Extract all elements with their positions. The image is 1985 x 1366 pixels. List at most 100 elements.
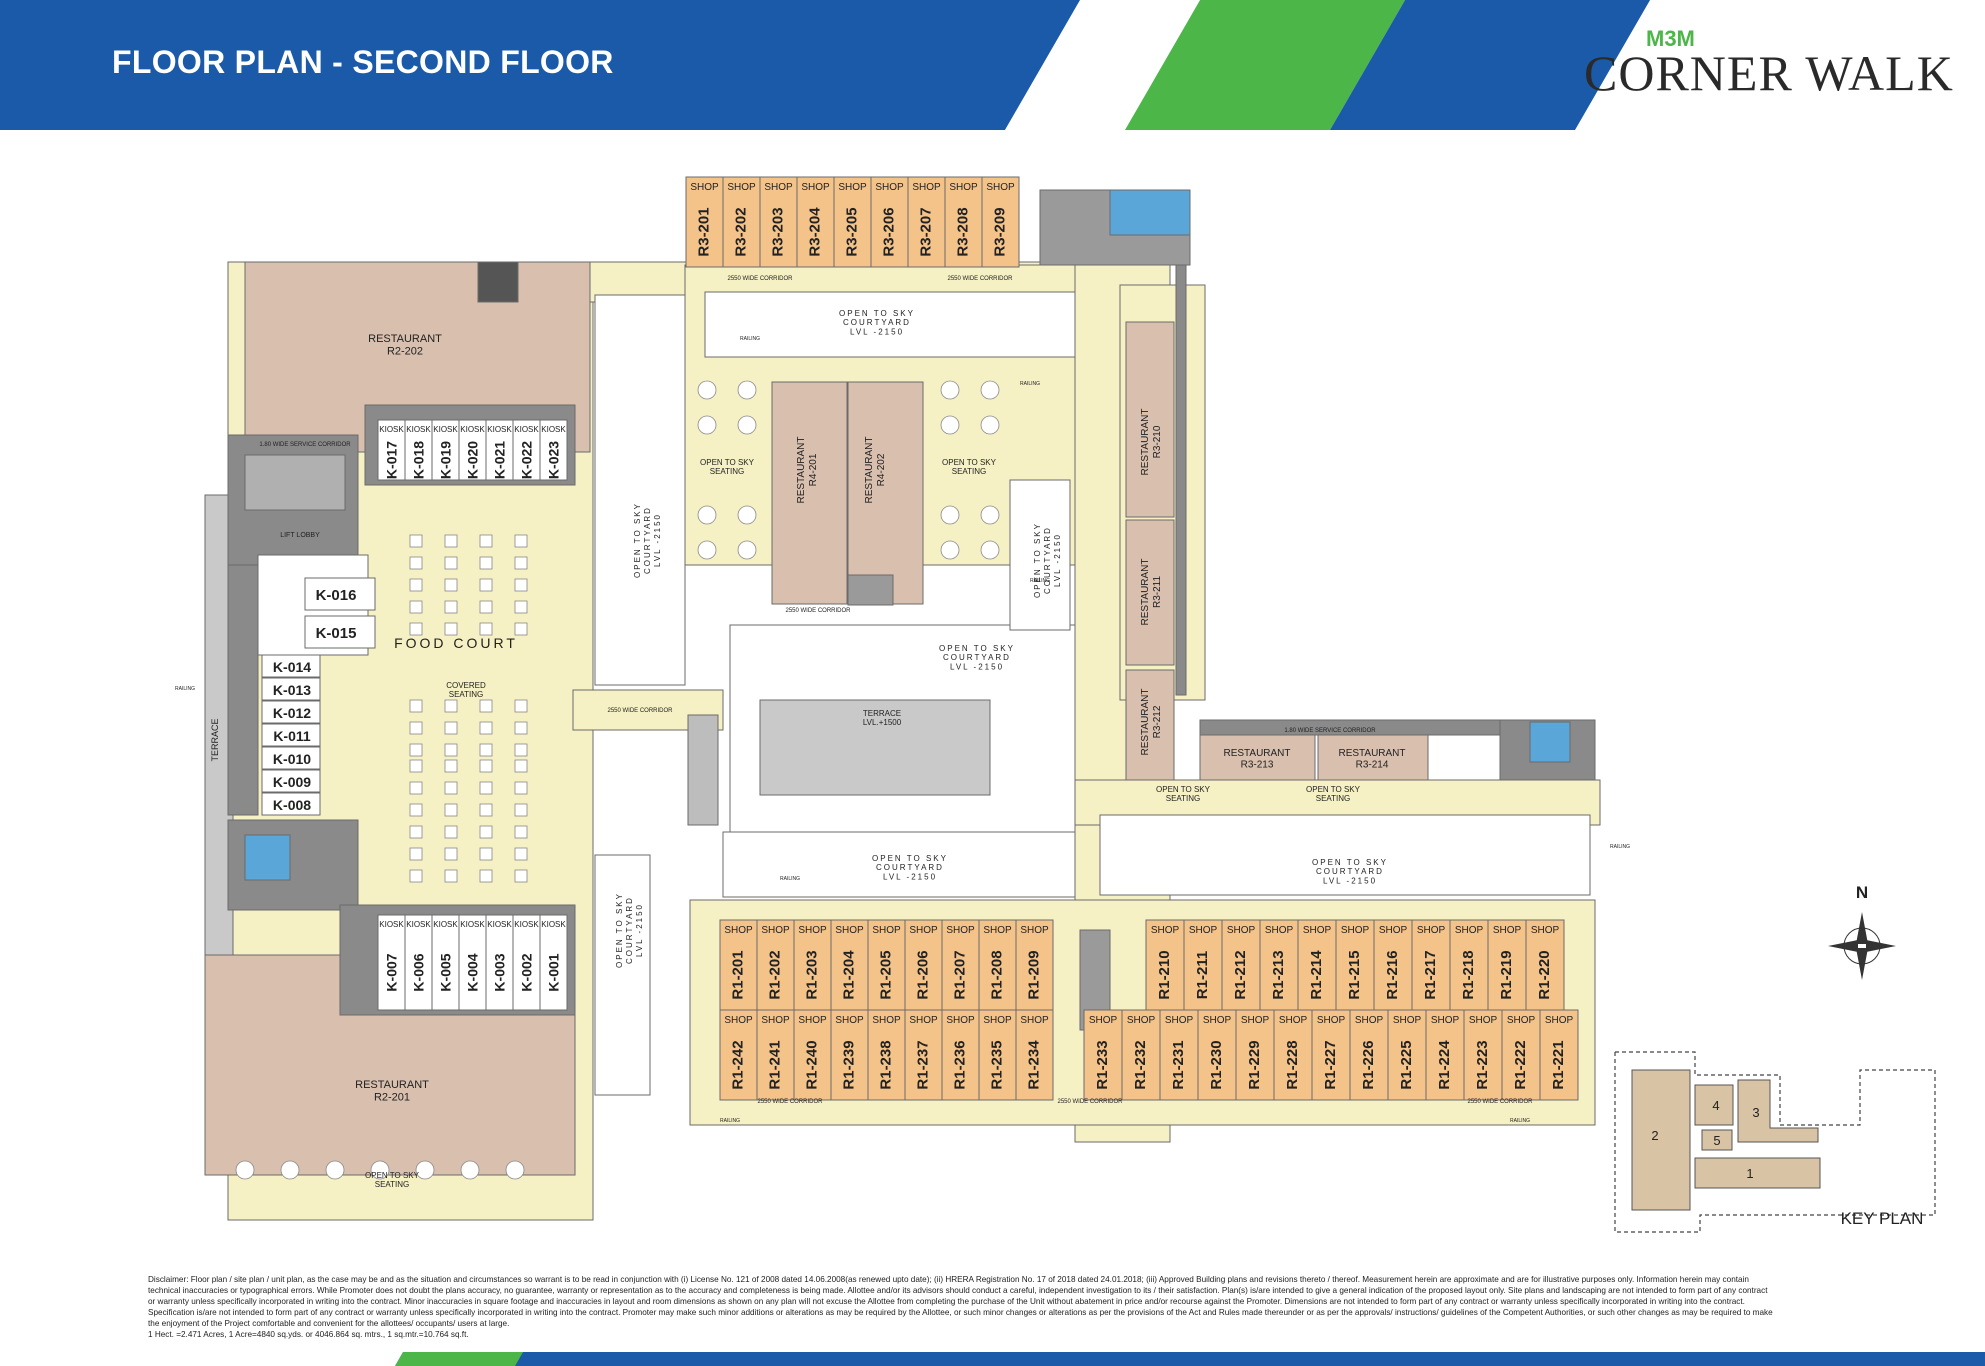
kiosk-top-unit	[431, 419, 460, 481]
shop-r1-lower-right-unit	[1539, 1009, 1579, 1101]
shop-r1-lower-right-unit	[1463, 1009, 1503, 1101]
key-plan-block-5	[1701, 1129, 1733, 1151]
covered-seating-table	[514, 803, 528, 817]
railing-label: RAILING	[780, 876, 800, 882]
service-corridor-east	[1175, 264, 1187, 696]
shop-r3-top-shop-label: SHOP	[875, 182, 904, 193]
courtyard-west-label: OPEN TO SKY	[633, 502, 642, 578]
restaurant-r3-212-label: RESTAURANT	[1140, 688, 1151, 755]
covered-seating-table	[479, 847, 493, 861]
corridor-label: 2550 WIDE CORRIDOR	[1467, 1099, 1533, 1105]
kiosk-side-unit	[261, 700, 321, 724]
restaurant-r2-202-label: R2-202	[387, 346, 423, 358]
shop-r1-lower-right-unit	[1387, 1009, 1427, 1101]
shop-r1-lower-right-id: R1-223	[1474, 1040, 1491, 1089]
kiosk-top-unit	[512, 419, 541, 481]
shop-r1-upper-left-shop-label: SHOP	[946, 925, 975, 936]
open-sky-seating-r3-214-label: SEATING	[1316, 794, 1351, 803]
shop-r1-lower-right-unit	[1083, 1009, 1123, 1101]
restaurant-r3-214-label: RESTAURANT	[1338, 748, 1405, 759]
service-strip-west	[227, 564, 259, 816]
railing-label: RAILING	[1610, 844, 1630, 850]
shop-r1-lower-right-shop-label: SHOP	[1393, 1015, 1422, 1026]
courtyard-east-strip-label: LVL -2150	[1053, 533, 1062, 587]
restaurant-r3-211-label: R3-211	[1152, 576, 1163, 608]
kiosk-side-unit	[261, 746, 321, 770]
shop-r3-top-unit	[685, 176, 724, 268]
kiosk-top-id: K-021	[492, 441, 508, 479]
covered-seating-table	[409, 578, 423, 592]
covered-seating-table	[444, 847, 458, 861]
shop-r1-lower-right-shop-label: SHOP	[1165, 1015, 1194, 1026]
covered-seating-table	[514, 721, 528, 735]
sky-seating-table	[980, 505, 1000, 525]
covered-seating-table	[514, 578, 528, 592]
shop-r1-upper-right-unit	[1183, 919, 1223, 1011]
shop-r3-top-unit	[944, 176, 983, 268]
shop-r1-lower-right-shop-label: SHOP	[1317, 1015, 1346, 1026]
shop-r3-top-unit	[870, 176, 909, 268]
shop-r1-lower-left-shop-label: SHOP	[798, 1015, 827, 1026]
footer-blue-bar	[395, 1352, 1985, 1366]
covered-seating-table	[444, 622, 458, 636]
restaurant-r3-213-label: RESTAURANT	[1223, 748, 1290, 759]
restaurant-r3-213-label: R3-213	[1241, 760, 1274, 771]
open-sky-seating-west-label: OPEN TO SKY	[700, 458, 755, 467]
courtyard-east-label: OPEN TO SKY	[1312, 858, 1388, 867]
shop-r1-lower-right-shop-label: SHOP	[1241, 1015, 1270, 1026]
disclaimer: Disclaimer: Floor plan / site plan / uni…	[148, 1274, 1773, 1340]
open-sky-seating-south-label: OPEN TO SKY	[365, 1171, 420, 1180]
covered-seating-table	[409, 781, 423, 795]
covered-seating-table	[514, 847, 528, 861]
shop-r1-lower-left-unit	[978, 1009, 1017, 1101]
shop-r1-lower-right-id: R1-225	[1398, 1040, 1415, 1089]
shop-r3-top-id: R3-203	[770, 207, 787, 256]
shop-r3-top-id: R3-202	[733, 207, 750, 256]
sky-seating-table	[940, 415, 960, 435]
compass-rose-icon	[1828, 912, 1896, 980]
kiosk-top-label: KIOSK	[379, 425, 404, 434]
covered-seating-table	[444, 556, 458, 570]
covered-seating-label: SEATING	[449, 690, 484, 699]
shop-r1-lower-left-id: R1-239	[841, 1040, 858, 1089]
sky-seating-table	[370, 1160, 390, 1180]
covered-seating-table	[479, 759, 493, 773]
shop-r1-lower-right-shop-label: SHOP	[1469, 1015, 1498, 1026]
covered-seating-table	[514, 699, 528, 713]
shop-r1-upper-left-unit	[830, 919, 869, 1011]
kiosk-bottom-unit	[377, 914, 406, 1011]
shop-r1-lower-left-unit	[1015, 1009, 1054, 1101]
shop-r1-lower-right-id: R1-229	[1246, 1040, 1263, 1089]
shop-r1-lower-left-id: R1-236	[952, 1040, 969, 1089]
shop-r1-upper-left-id: R1-201	[730, 950, 747, 999]
shop-r1-lower-right-id: R1-227	[1322, 1040, 1339, 1089]
sky-seating-table	[737, 505, 757, 525]
kiosk-side-large-id: K-015	[316, 625, 357, 642]
header-banner	[0, 0, 1985, 130]
sky-seating-table	[325, 1160, 345, 1180]
shop-r1-lower-left-unit	[941, 1009, 980, 1101]
kiosk-bottom-id: K-005	[438, 953, 454, 991]
restaurant-r3-211	[1125, 519, 1175, 666]
corridor-label: 2550 WIDE CORRIDOR	[1057, 1099, 1123, 1105]
courtyard-center-label: OPEN TO SKY	[939, 644, 1015, 653]
covered-seating-table	[409, 759, 423, 773]
shop-r1-upper-left-id: R1-206	[915, 950, 932, 999]
covered-seating-table	[479, 743, 493, 757]
covered-seating-table	[479, 721, 493, 735]
sky-seating-table	[737, 540, 757, 560]
shop-r3-top-unit	[722, 176, 761, 268]
kiosk-bottom-label: KIOSK	[514, 920, 539, 929]
restaurant-r4-202-label: RESTAURANT	[864, 436, 875, 503]
kiosk-side-unit	[261, 677, 321, 701]
covered-seating-table	[479, 600, 493, 614]
sky-seating-table	[737, 415, 757, 435]
shop-r1-lower-right-id: R1-222	[1512, 1040, 1529, 1089]
brand-logo-mark: M3M	[1646, 26, 1695, 51]
kiosk-bottom-id: K-004	[465, 953, 481, 991]
shop-r1-lower-right-id: R1-228	[1284, 1040, 1301, 1089]
kiosk-bottom-id: K-001	[546, 953, 562, 991]
sky-seating-table	[980, 540, 1000, 560]
covered-seating-table	[444, 825, 458, 839]
key-plan-block-4-label: 4	[1712, 1098, 1719, 1113]
